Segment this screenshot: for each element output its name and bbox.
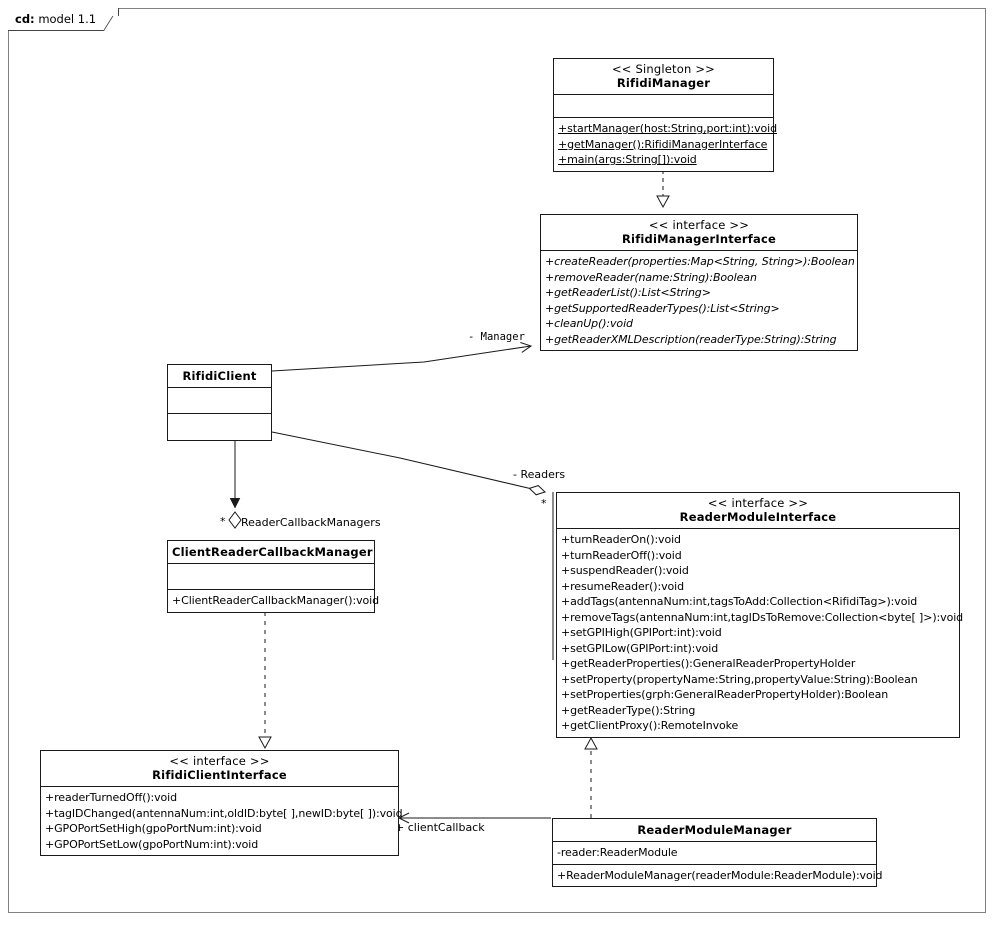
operation: +getReaderXMLDescription(readerType:Stri… [545,332,837,346]
class-header-client-reader-callback-manager: ClientReaderCallbackManager [168,541,374,564]
class-name-reader-module-manager: ReaderModuleManager [637,823,792,837]
operations-client-reader-callback-manager: +ClientReaderCallbackManager():void [168,590,379,612]
operation: +tagIDChanged(antennaNum:int,oldID:byte[… [45,806,403,820]
edge-label-readers-role: - Readers [513,468,566,481]
operation: +setProperties(grph:GeneralReaderPropert… [561,688,889,701]
operation: +getClientProxy():RemoteInvoke [561,719,739,732]
class-name-rifidi-client-interface: RifidiClientInterface [152,768,287,782]
class-header-reader-module-interface: << interface >> ReaderModuleInterface [557,493,959,529]
class-rifidi-client[interactable]: RifidiClient [167,364,272,441]
operations-rifidi-manager-interface: +createReader(properties:Map<String, Str… [541,251,857,350]
attributes-reader-module-manager: -reader:ReaderModule [553,842,876,865]
class-header-rifidi-manager-interface: << interface >> RifidiManagerInterface [541,215,857,251]
class-header-rifidi-client-interface: << interface >> RifidiClientInterface [41,751,398,787]
operation: +turnReaderOn():void [561,533,681,546]
operation: +getReaderList():List<String> [545,286,711,299]
operations-reader-module-interface: +turnReaderOn():void +turnReaderOff():vo… [557,529,964,737]
class-rifidi-manager[interactable]: << Singleton >> RifidiManager +startMana… [553,58,777,172]
class-rifidi-manager-interface[interactable]: << interface >> RifidiManagerInterface +… [540,214,858,351]
class-header-reader-module-manager: ReaderModuleManager [553,819,876,842]
operation: +suspendReader():void [561,564,689,577]
operation: +main(args:String[]):void [558,153,697,166]
operation: +turnReaderOff():void [561,548,682,562]
operation: +cleanUp():void [545,317,633,330]
operation: +getSupportedReaderTypes():List<String> [545,301,780,315]
edge-label-client-callback-role: + clientCallback [395,821,485,834]
operation: +getReaderProperties():GeneralReaderProp… [561,657,856,670]
class-reader-module-manager[interactable]: ReaderModuleManager -reader:ReaderModule… [552,818,883,887]
attributes-rifidi-manager [554,95,773,118]
operation: +setGPIHigh(GPIPort:int):void [561,626,722,639]
class-name-reader-module-interface: ReaderModuleInterface [679,510,837,524]
stereotype-interface: << interface >> [707,496,809,510]
operations-rifidi-client-interface: +readerTurnedOff():void +tagIDChanged(an… [41,787,403,855]
class-name-rifidi-manager-interface: RifidiManagerInterface [622,232,776,246]
edge-label-callback-managers-role: ReaderCallbackManagers [241,516,381,529]
operation: +readerTurnedOff():void [45,791,178,804]
operation: +ReaderModuleManager(readerModule:Reader… [557,868,883,882]
attribute: -reader:ReaderModule [557,846,678,859]
class-header-rifidi-manager: << Singleton >> RifidiManager [554,59,773,95]
class-name-rifidi-client: RifidiClient [182,369,257,383]
frame-name: model 1.1 [38,12,97,26]
stereotype-interface: << interface >> [648,218,750,232]
stereotype-interface: << interface >> [169,754,270,768]
operation: +getManager():RifidiManagerInterface [558,137,768,151]
operation: +ClientReaderCallbackManager():void [172,594,379,607]
operation: +removeReader(name:String):Boolean [545,270,757,284]
operation: +setGPILow(GPIPort:int):void [561,641,719,655]
stereotype-singleton: << Singleton >> [611,62,716,76]
operation: +resumeReader():void [561,579,684,593]
class-name-rifidi-manager: RifidiManager [616,76,711,90]
class-client-reader-callback-manager[interactable]: ClientReaderCallbackManager +ClientReade… [167,540,379,613]
operation: +startManager(host:String,port:int):void [558,122,777,135]
multiplicity-readers: * [541,497,547,510]
operations-reader-module-manager: +ReaderModuleManager(readerModule:Reader… [553,865,883,887]
operation: +removeTags(antennaNum:int,tagIDsToRemov… [561,610,964,624]
operations-rifidi-manager: +startManager(host:String,port:int):void… [554,118,777,171]
operation: +addTags(antennaNum:int,tagsToAdd:Collec… [561,595,918,608]
frame-keyword: cd: [15,12,35,26]
edge-label-manager-role: - Manager [468,331,525,343]
operation: +GPOPortSetHigh(gpoPortNum:int):void [45,822,262,835]
attributes-client-reader-callback-manager [168,564,374,590]
operation: +GPOPortSetLow(gpoPortNum:int):void [45,837,259,851]
class-name-client-reader-callback-manager: ClientReaderCallbackManager [172,545,373,559]
operations-rifidi-client [168,414,271,440]
attributes-rifidi-client [168,388,271,414]
class-reader-module-interface[interactable]: << interface >> ReaderModuleInterface +t… [556,492,964,738]
operation: +setProperty(propertyName:String,propert… [561,672,918,686]
frame-label: cd: model 1.1 [8,8,120,31]
class-rifidi-client-interface[interactable]: << interface >> RifidiClientInterface +r… [40,750,403,856]
class-header-rifidi-client: RifidiClient [168,365,271,388]
operation: +createReader(properties:Map<String, Str… [545,255,855,268]
operation: +getReaderType():String [561,703,696,717]
multiplicity-callback-managers: * [220,515,226,528]
